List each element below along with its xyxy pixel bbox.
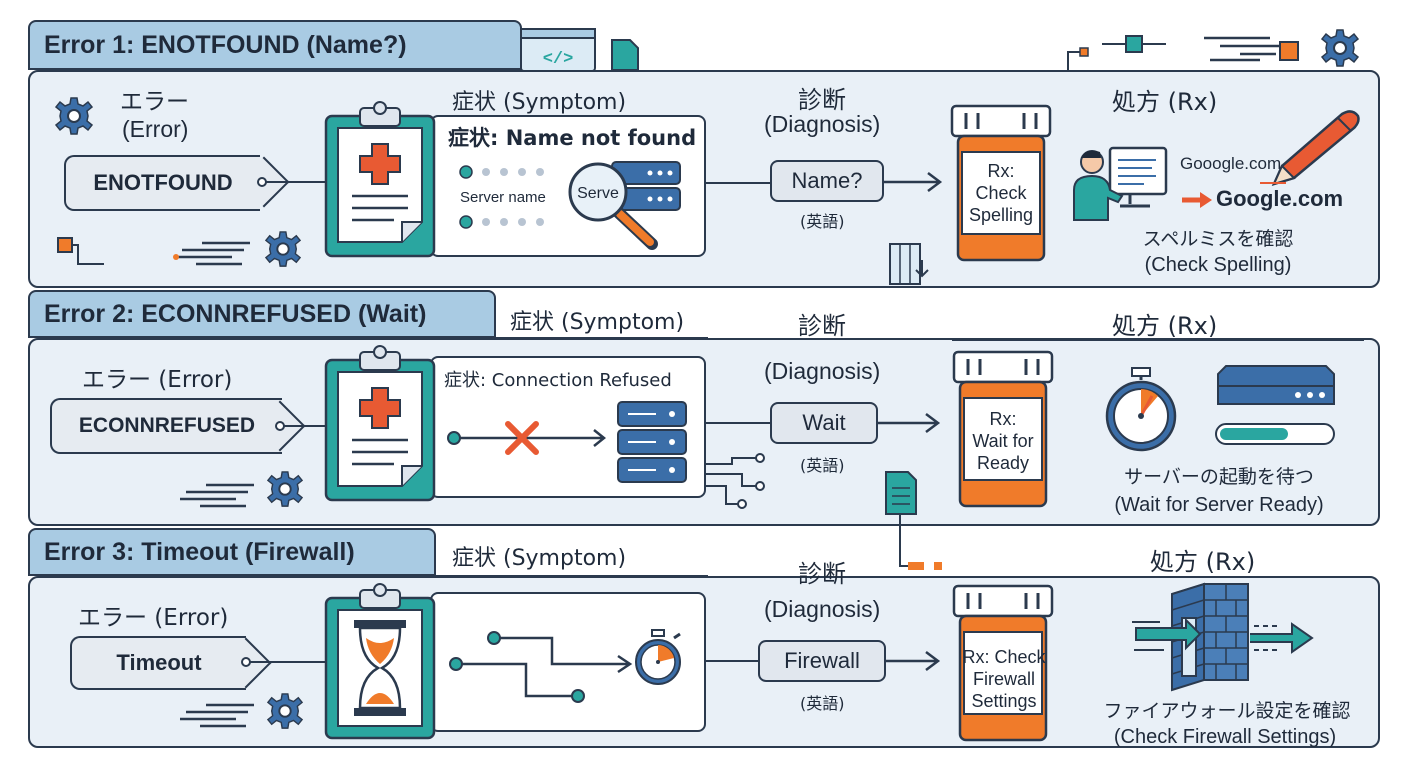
gear-icon: [54, 97, 94, 135]
row1-error-header-en: (Error): [122, 116, 189, 142]
row2-diag-sub: (英語): [800, 456, 845, 475]
document-icon: [611, 39, 639, 71]
row1-diag-sub: (英語): [800, 212, 845, 231]
row3-connector: [241, 657, 330, 667]
pill-bottle-icon: [952, 584, 1054, 742]
row1-symptom-text: 症状: Name not found: [448, 126, 697, 150]
row1-rx-en: (Check Spelling): [1144, 254, 1292, 276]
clipboard-icon: [324, 345, 436, 502]
row2-diag-header-en: (Diagnosis): [764, 358, 881, 384]
speed-lines-icon: [173, 241, 250, 266]
row1-arrow-to-rx: [884, 172, 943, 192]
row3-diag-header-en: (Diagnosis): [764, 596, 881, 622]
row3-rx-en: (Check Firewall Settings): [1113, 726, 1337, 748]
stopwatch-icon: [635, 629, 681, 685]
row2-rx-jp: サーバーの起動を待つ: [1124, 466, 1314, 488]
row1-error-header: エラー: [120, 89, 189, 115]
file-icon: [889, 243, 929, 285]
row1-arrow-to-diag: [706, 182, 776, 184]
row1-diag-header: 診断: [798, 86, 846, 114]
code-window-icon: </>: [520, 28, 596, 72]
person-computer-icon: [1073, 146, 1168, 221]
row1-diag-box: Name?: [770, 160, 884, 202]
row1-symptom-detail: Server name: [460, 189, 546, 206]
circuit-icon: [57, 237, 104, 265]
row2-error-header: エラー (Error): [82, 367, 233, 393]
circuit-icon: [704, 453, 765, 509]
row2-symptom-underline: [496, 337, 708, 339]
row3-arrow-to-rx: [886, 651, 941, 671]
row3-rx-jp: ファイアウォール設定を確認: [1103, 700, 1351, 722]
underline-mark: [1260, 182, 1286, 184]
pill-bottle-icon: [950, 104, 1052, 262]
row3-rx-label: Rx: Check Firewall Settings: [962, 647, 1046, 711]
row1-symptom-header: 症状 (Symptom): [452, 90, 627, 115]
server-icon: [1215, 365, 1335, 445]
firewall-icon: [1132, 582, 1314, 692]
row2-error-tag: ECONNREFUSED: [50, 398, 282, 454]
row2-diag-box: Wait: [770, 402, 878, 444]
gear-icon: [266, 693, 304, 729]
circuit-icon: [1067, 35, 1166, 70]
row1-rx-jp: スペルミスを確認: [1142, 228, 1294, 250]
speed-lines-icon: [1204, 36, 1299, 62]
row2-rx-underline: [952, 339, 1364, 341]
row2-symptom-header: 症状 (Symptom): [510, 310, 685, 335]
row1-symptom-box: [430, 115, 706, 257]
pill-bottle-icon: [952, 350, 1054, 508]
row3-error-tag: Timeout: [70, 636, 246, 690]
row2-arrow-to-rx: [878, 413, 941, 433]
row3-rx-header: 処方 (Rx): [1150, 548, 1256, 576]
clipboard-icon: [324, 101, 436, 258]
arrow-right-icon: [1182, 192, 1212, 208]
magnifier-icon: Serve: [568, 162, 658, 250]
row1-fixed: Google.com: [1216, 186, 1344, 211]
row3-diag-header: 診断: [798, 560, 846, 588]
gear-icon: [266, 471, 304, 507]
row3-diag-sub: (英語): [800, 694, 845, 713]
row3-error-header: エラー (Error): [78, 605, 229, 631]
server-stack-icon: [617, 401, 687, 483]
refused-arrow-icon: [447, 421, 607, 455]
speed-lines-icon: [180, 703, 254, 728]
row2-title: Error 2: ECONNREFUSED (Wait): [28, 290, 496, 338]
gear-icon: [1320, 29, 1360, 67]
gear-icon: [264, 231, 302, 267]
row2-rx-header: 処方 (Rx): [1112, 312, 1218, 340]
row1-title: Error 1: ENOTFOUND (Name?): [28, 20, 522, 70]
row2-arrow-to-diag: [706, 422, 772, 424]
dots-icon: [459, 165, 544, 229]
row1-rx-label: Rx: Check Spelling: [968, 161, 1034, 225]
row1-typo: Gooogle.com: [1180, 154, 1282, 173]
row1-diag-header-en: (Diagnosis): [764, 111, 881, 137]
row2-rx-label: Rx: Wait for Ready: [972, 409, 1034, 473]
magnifier-text: Serve: [577, 185, 619, 202]
row2-diag-header: 診断: [798, 312, 846, 340]
row3-symptom-header: 症状 (Symptom): [452, 546, 627, 571]
document-connector-icon: [885, 471, 942, 570]
speed-lines-icon: [180, 483, 254, 508]
row1-error-tag: ENOTFOUND: [64, 155, 260, 211]
row1-rx-header: 処方 (Rx): [1112, 88, 1218, 116]
red-pen-icon: [1271, 110, 1360, 186]
row3-symptom-underline: [436, 575, 708, 577]
stopwatch-icon: [1105, 367, 1177, 452]
timeout-circuit-icon: [449, 631, 633, 703]
row2-rx-en: (Wait for Server Ready): [1114, 494, 1324, 516]
row2-symptom-text: 症状: Connection Refused: [444, 370, 672, 391]
row3-title: Error 3: Timeout (Firewall): [28, 528, 436, 576]
code-symbol: </>: [543, 50, 574, 69]
row3-diag-box: Firewall: [758, 640, 886, 682]
clipboard-hourglass-icon: [324, 583, 436, 740]
